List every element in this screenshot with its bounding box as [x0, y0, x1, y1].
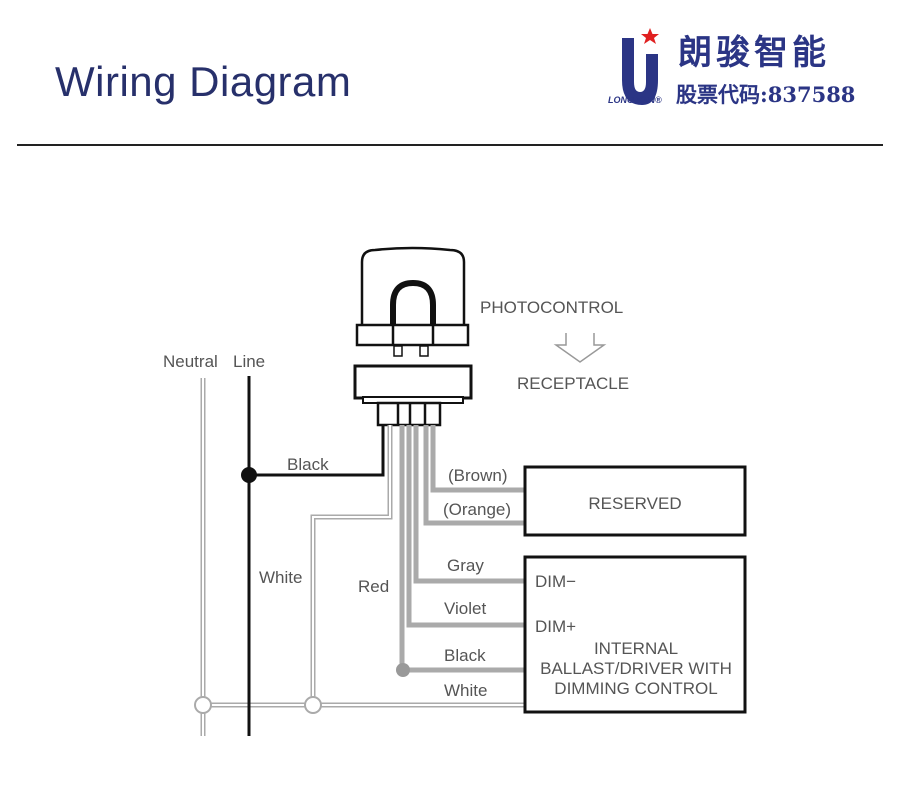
neutral-label: Neutral: [163, 352, 218, 371]
down-arrow-icon: [553, 333, 607, 363]
receptacle-label: RECEPTACLE: [517, 374, 629, 393]
wire-label-gray: Gray: [447, 556, 484, 575]
longjoin-logo: LONGJOIN® 朗骏智能 股票代码:837588: [608, 28, 855, 107]
driver-box: [523, 555, 747, 714]
neutral-junction: [194, 696, 212, 714]
svg-text:LONGJOIN®: LONGJOIN®: [608, 95, 662, 105]
black-line-wire: [249, 425, 385, 477]
wire-label-violet: Violet: [444, 599, 486, 618]
line-label: Line: [233, 352, 265, 371]
photocontrol-device: [353, 246, 473, 427]
photocontrol-label: PHOTOCONTROL: [480, 298, 623, 317]
line-junction: [241, 467, 257, 483]
wire-label-brown: (Brown): [448, 466, 508, 485]
page-title: Wiring Diagram: [55, 58, 352, 105]
reserved-label: RESERVED: [588, 494, 681, 513]
wire-label-black: Black: [287, 455, 329, 474]
white-junction: [304, 696, 322, 714]
wire-label-orange: (Orange): [443, 500, 511, 519]
red-black-junction: [396, 663, 410, 677]
driver-line2: BALLAST/DRIVER WITH: [540, 659, 732, 678]
wire-label-black-driver: Black: [444, 646, 486, 665]
dim-minus-label: DIM−: [535, 572, 576, 591]
svg-text:朗骏智能: 朗骏智能: [678, 33, 830, 73]
dim-plus-label: DIM+: [535, 617, 576, 636]
header-divider: [17, 144, 883, 146]
reserved-box: [523, 465, 747, 537]
wire-label-white: White: [259, 568, 302, 587]
wire-label-red: Red: [358, 577, 389, 596]
driver-line3: DIMMING CONTROL: [554, 679, 717, 698]
driver-line1: INTERNAL: [594, 639, 678, 658]
wire-label-white-driver: White: [444, 681, 487, 700]
svg-text:股票代码:837588: 股票代码:837588: [676, 82, 855, 107]
